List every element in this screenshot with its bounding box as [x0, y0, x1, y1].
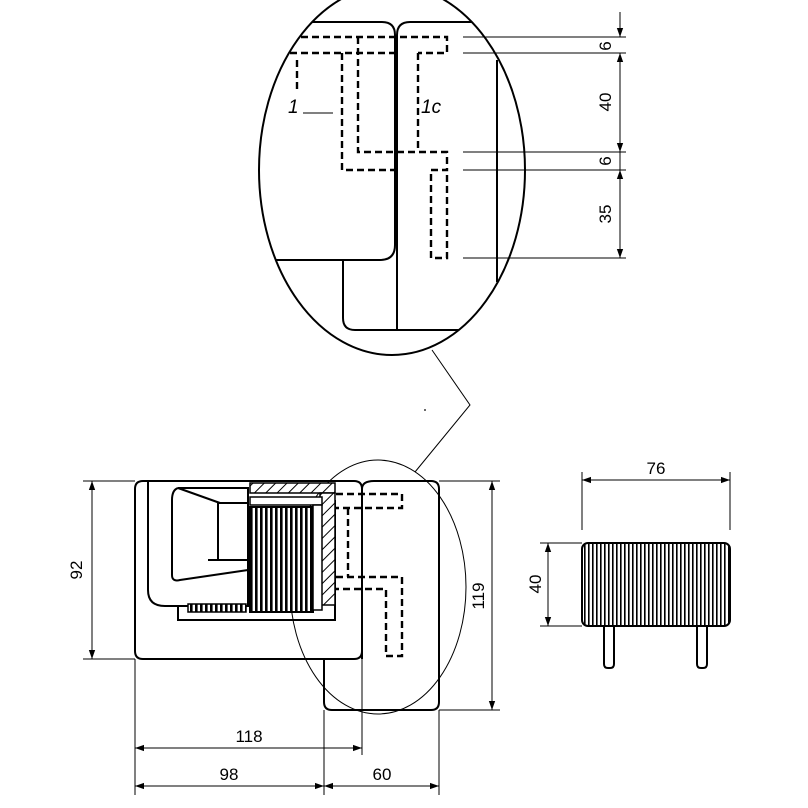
- dim-detail-40: 40: [596, 93, 615, 112]
- pin-right: [696, 626, 708, 669]
- dim-side-height-40: 40: [526, 575, 545, 594]
- dim-detail-35: 35: [596, 205, 615, 224]
- label-part-1c: 1c: [421, 97, 442, 118]
- dim-width-60: 60: [373, 765, 392, 784]
- dim-detail-6-top: 6: [596, 41, 615, 50]
- detail-view: 1 1c 6 40 6 35: [258, 0, 626, 356]
- dim-width-98: 98: [220, 765, 239, 784]
- pin-left: [603, 626, 615, 669]
- dim-height-119: 119: [469, 582, 488, 609]
- coil-side-body: [581, 542, 731, 627]
- dim-width-118: 118: [235, 727, 262, 746]
- side-view: [581, 542, 731, 669]
- detail-dimension-chain: 6 40 6 35: [463, 12, 626, 259]
- side-view-dimensions: 76 40: [526, 459, 731, 627]
- front-view: [134, 459, 467, 715]
- detail-connector: [414, 349, 471, 473]
- dim-detail-6-lower: 6: [596, 156, 615, 165]
- dim-height-92: 92: [67, 561, 86, 580]
- label-part-1: 1: [288, 97, 299, 118]
- front-view-dimensions: 92 119 118 98 60: [67, 480, 500, 795]
- dim-side-width-76: 76: [647, 459, 666, 478]
